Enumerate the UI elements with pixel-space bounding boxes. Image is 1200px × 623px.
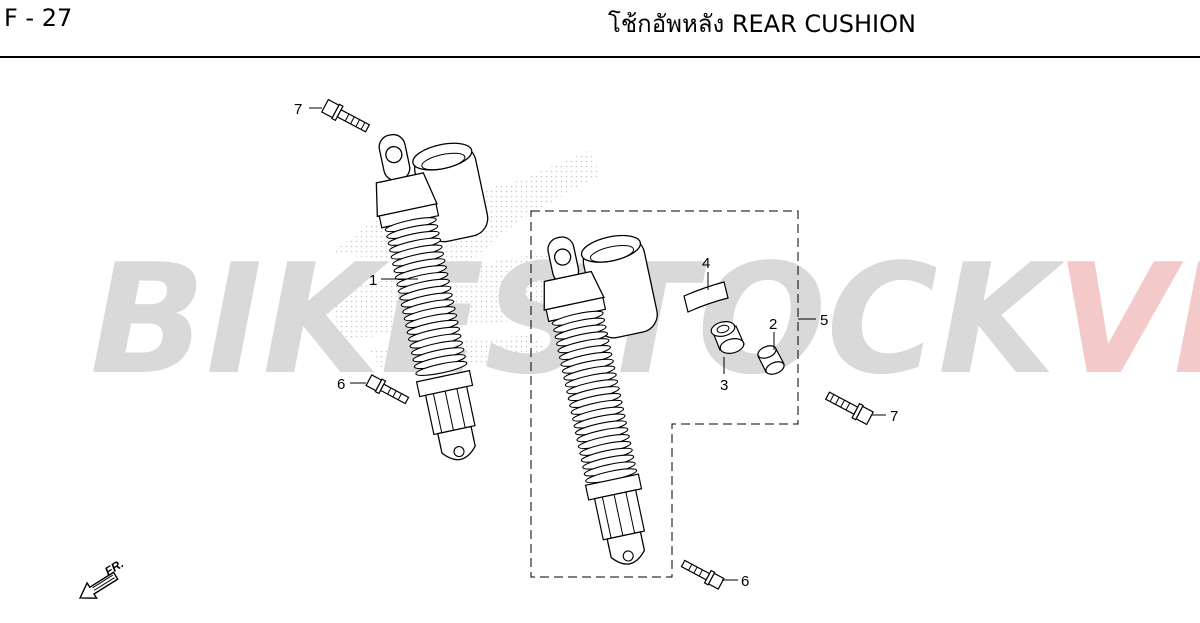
callout-7-upper: 7 — [294, 101, 302, 118]
part-3-bushing — [710, 321, 745, 354]
part-7-bolt-upper — [320, 98, 371, 133]
rear-cushion-right — [543, 234, 658, 565]
callout-5: 5 — [820, 312, 828, 329]
spring-coils — [384, 217, 468, 376]
callout-4: 4 — [702, 255, 710, 272]
front-direction-label: FR. — [102, 556, 126, 578]
part-2-collar — [757, 345, 785, 375]
kit-group-frame — [530, 210, 799, 578]
leader-lines — [309, 107, 886, 581]
callout-1: 1 — [369, 272, 377, 289]
callout-2: 2 — [769, 316, 777, 333]
part-6-bolt-left — [365, 374, 410, 405]
callout-7-right: 7 — [890, 408, 898, 425]
callout-3: 3 — [720, 377, 728, 394]
callout-6-bottom: 6 — [741, 573, 749, 590]
page-code: F - 27 — [4, 4, 73, 32]
page-title: โช้กอัพหลัง REAR CUSHION — [608, 10, 916, 38]
front-direction-arrow-icon — [78, 571, 119, 599]
part-7-bolt-right — [824, 391, 875, 426]
header-divider — [0, 56, 1200, 58]
rear-cushion-left — [375, 133, 489, 461]
part-4-label-sticker — [683, 281, 729, 313]
spring-coils — [551, 310, 638, 484]
part-6-bolt-bottom — [680, 559, 725, 590]
callout-6-left: 6 — [337, 376, 345, 393]
